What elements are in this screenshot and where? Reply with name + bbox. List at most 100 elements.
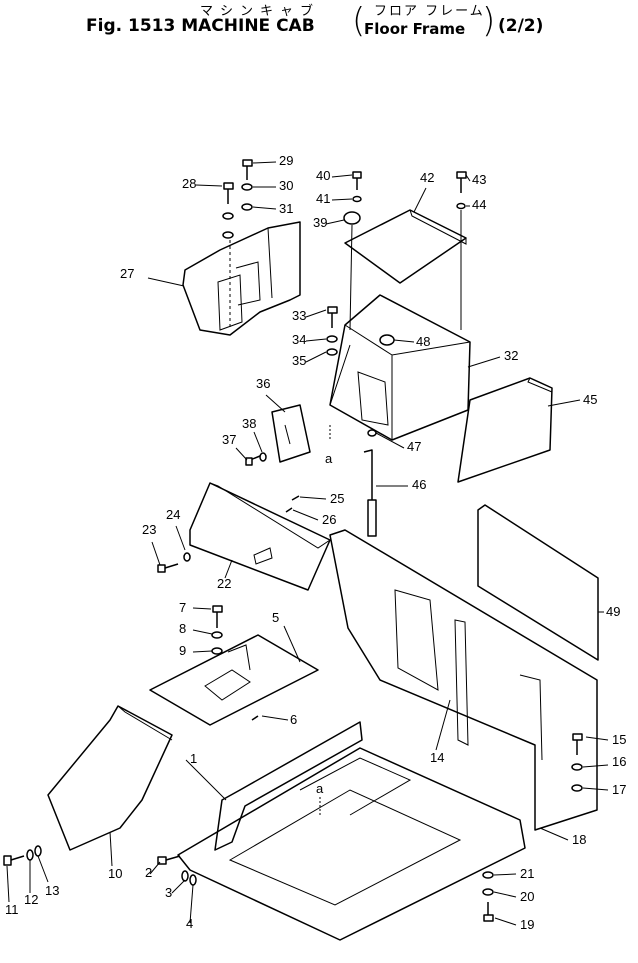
part-number-10: 10 (108, 866, 122, 881)
svg-text:a: a (325, 451, 333, 466)
assembly-line-1 (349, 224, 353, 331)
part-number-4: 4 (186, 916, 193, 931)
leader-9 (192, 650, 213, 653)
leader-41 (331, 198, 353, 201)
part-number-3: 3 (165, 885, 172, 900)
leader-32 (467, 356, 501, 368)
open-paren: ( (352, 1, 366, 41)
leader-14 (435, 699, 451, 751)
leader-31 (252, 206, 277, 210)
bolt-33 (327, 306, 338, 328)
leader-5 (283, 625, 301, 663)
grommet-47 (367, 429, 377, 437)
part-number-21: 21 (520, 866, 534, 881)
leader-11 (6, 865, 10, 903)
bolt-23 (157, 563, 179, 573)
cap-48 (379, 334, 395, 346)
leader-29 (252, 161, 277, 164)
leader-18 (539, 827, 569, 841)
bolt-11 (3, 855, 25, 866)
washer-9 (211, 647, 223, 655)
part-number-12: 12 (24, 892, 38, 907)
washer-12 (26, 849, 34, 861)
leader-40 (331, 174, 353, 178)
leader-13 (37, 855, 49, 883)
part-number-1: 1 (190, 751, 197, 766)
part-5-plate (149, 634, 319, 726)
part-number-31: 31 (279, 201, 293, 216)
clip-26 (285, 507, 293, 513)
leader-1 (185, 759, 227, 801)
part-number-11: 11 (5, 902, 19, 917)
part-18-frame (177, 747, 526, 941)
part-number-22: 22 (217, 576, 231, 591)
leader-47 (375, 432, 405, 449)
leader-19 (494, 917, 517, 926)
leader-35 (305, 351, 327, 363)
leader-4 (189, 884, 194, 924)
page-indicator: (2/2) (498, 16, 544, 36)
japanese-subtitle: フロア フレーム (374, 4, 485, 19)
part-number-37: 37 (222, 432, 236, 447)
part-number-20: 20 (520, 889, 534, 904)
washer-34 (326, 335, 338, 343)
clip-25 (291, 495, 300, 501)
part-number-40: 40 (316, 168, 330, 183)
leader-24 (175, 525, 186, 551)
part-number-8: 8 (179, 621, 186, 636)
washer-44 (456, 202, 466, 210)
part-number-25: 25 (330, 491, 344, 506)
leader-6 (261, 715, 289, 721)
washer-17 (571, 784, 583, 792)
part-22-tray (189, 482, 331, 591)
part-number-36: 36 (256, 376, 270, 391)
bolt-2 (157, 855, 181, 865)
leader-10 (109, 831, 113, 867)
close-paren: ) (482, 1, 496, 41)
part-number-27: 27 (120, 266, 134, 281)
part-number-24: 24 (166, 507, 180, 522)
section-mark-upper: a (325, 425, 333, 466)
leader-8 (192, 629, 213, 635)
part-number-44: 44 (472, 197, 486, 212)
leader-3 (171, 879, 186, 894)
leader-28 (195, 184, 223, 187)
clip-6 (251, 715, 259, 721)
part-number-28: 28 (182, 176, 196, 191)
part-number-15: 15 (612, 732, 626, 747)
bolt-29 (242, 159, 253, 180)
part-number-33: 33 (292, 308, 306, 323)
part-number-19: 19 (520, 917, 534, 932)
bolt-40 (352, 171, 362, 190)
leader-38 (253, 431, 263, 453)
part-number-5: 5 (272, 610, 279, 625)
leader-34 (305, 338, 327, 342)
part-number-7: 7 (179, 600, 186, 615)
part-number-49: 49 (606, 604, 620, 619)
part-27-panel (182, 221, 301, 336)
leader-42 (413, 187, 427, 213)
part-45-pad (457, 377, 553, 483)
part-number-26: 26 (322, 512, 336, 527)
part-number-42: 42 (420, 170, 434, 185)
grommet-39 (343, 211, 361, 225)
bolt-28 (223, 182, 234, 204)
svg-text:a: a (316, 781, 324, 796)
part-number-47: 47 (407, 439, 421, 454)
part-number-43: 43 (472, 172, 486, 187)
leader-20 (493, 891, 517, 898)
leader-16 (582, 764, 609, 768)
leader-17 (582, 787, 609, 791)
bolt-15 (572, 733, 583, 755)
callouts: 1234567891011121314151617181920212223242… (5, 153, 626, 932)
leader-21 (493, 873, 517, 876)
washer-21 (482, 871, 494, 879)
part-number-32: 32 (504, 348, 518, 363)
part-number-35: 35 (292, 353, 306, 368)
part-number-29: 29 (279, 153, 293, 168)
part-number-13: 13 (45, 883, 59, 898)
leader-27 (147, 277, 185, 287)
leader-2 (149, 861, 161, 875)
figure-subtitle: Floor Frame (364, 20, 466, 38)
